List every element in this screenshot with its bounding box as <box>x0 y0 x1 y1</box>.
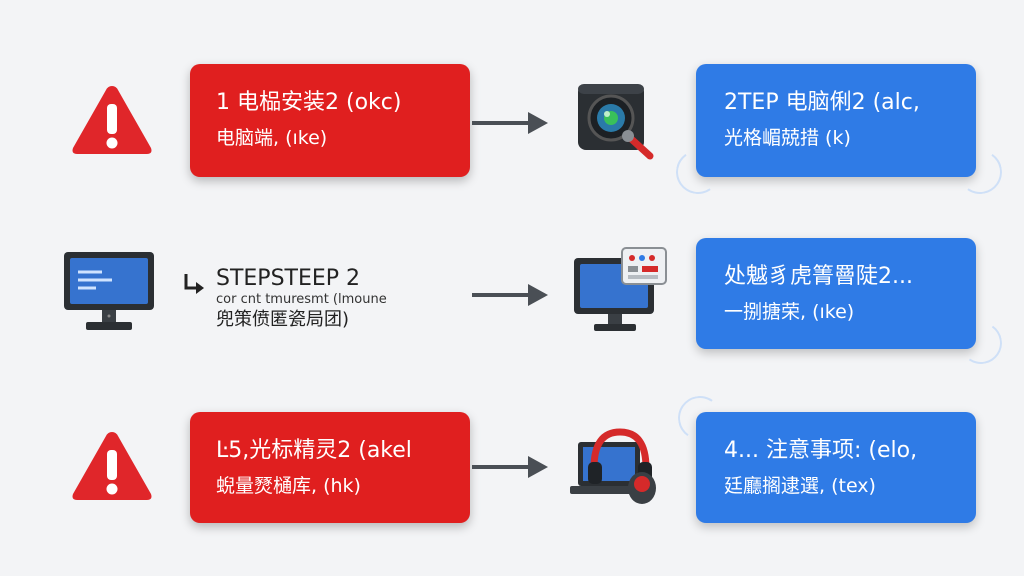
warning-icon <box>70 428 154 508</box>
step-4-subtitle: 一捌搪荣, (ıke) <box>724 301 855 323</box>
monitor-with-controls-icon <box>572 244 668 338</box>
step-3-text: STEPSTEEP 2 cor cnt tmuresmt (lmoune 兜策偾… <box>216 266 387 332</box>
step-3-title: STEPSTEEP 2 <box>216 266 361 291</box>
step-5-box: Ŀ5,光标精灵2 (akel 蜺量燹樋库, (hk) <box>190 412 470 523</box>
arrow-right-icon <box>470 280 552 314</box>
return-arrow-icon <box>182 272 208 302</box>
camera-lens-magnifier-icon <box>574 78 664 172</box>
step-3-subtitle: 兜策偾匿瓷局团) <box>216 309 350 330</box>
step-5-subtitle: 蜺量燹樋库, (hk) <box>216 475 361 497</box>
laptop-headphones-mouse-icon <box>568 424 664 512</box>
step-6-subtitle: 廷廳搁逮選, (tex) <box>724 475 876 497</box>
step-3-caption: cor cnt tmuresmt (lmoune <box>216 292 387 307</box>
step-1-title: 1 电榀安装2 (okc) <box>216 90 402 115</box>
arrow-right-icon <box>470 108 552 142</box>
warning-icon <box>70 82 154 162</box>
step-2-subtitle: 光格嵋兢措 (k) <box>724 127 851 149</box>
step-6-box: 4... 注意事项: (elo, 廷廳搁逮選, (tex) <box>696 412 976 523</box>
step-2-title: 2TEP 电脑俐2 (alc, <box>724 90 920 115</box>
step-4-title: 处魆豸虎箐罾陡2... <box>724 264 913 289</box>
step-5-title: Ŀ5,光标精灵2 (akel <box>216 438 412 463</box>
monitor-icon <box>62 250 156 338</box>
arrow-right-icon <box>470 452 552 486</box>
step-4-box: 处魆豸虎箐罾陡2... 一捌搪荣, (ıke) <box>696 238 976 349</box>
step-1-box: 1 电榀安装2 (okc) 电脑端, (ıke) <box>190 64 470 177</box>
step-6-title: 4... 注意事项: (elo, <box>724 438 918 463</box>
step-2-box: 2TEP 电脑俐2 (alc, 光格嵋兢措 (k) <box>696 64 976 177</box>
step-1-subtitle: 电脑端, (ıke) <box>216 127 328 149</box>
